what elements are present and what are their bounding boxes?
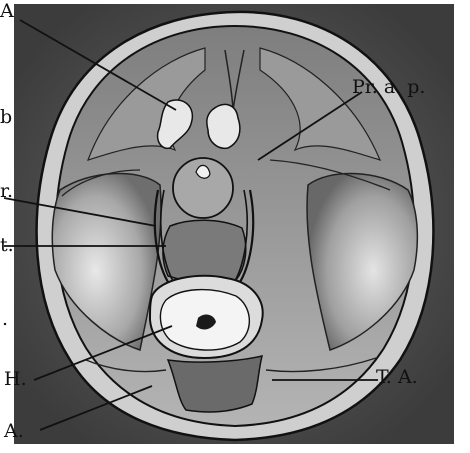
label-a-top: A bbox=[0, 2, 14, 21]
label-a-bottom: A. bbox=[4, 422, 24, 441]
label-b: b bbox=[0, 108, 12, 127]
posterior-fossa bbox=[168, 356, 262, 412]
label-dot: . bbox=[2, 310, 8, 329]
label-pr-a-p: Pr. a. p. bbox=[352, 78, 425, 97]
clivus bbox=[163, 220, 246, 282]
right-clinoid-process bbox=[207, 104, 240, 148]
label-t-a: T. A. bbox=[376, 368, 418, 387]
label-h: H. bbox=[4, 370, 27, 389]
label-r: r. bbox=[0, 182, 13, 201]
label-t: t. bbox=[0, 236, 14, 255]
